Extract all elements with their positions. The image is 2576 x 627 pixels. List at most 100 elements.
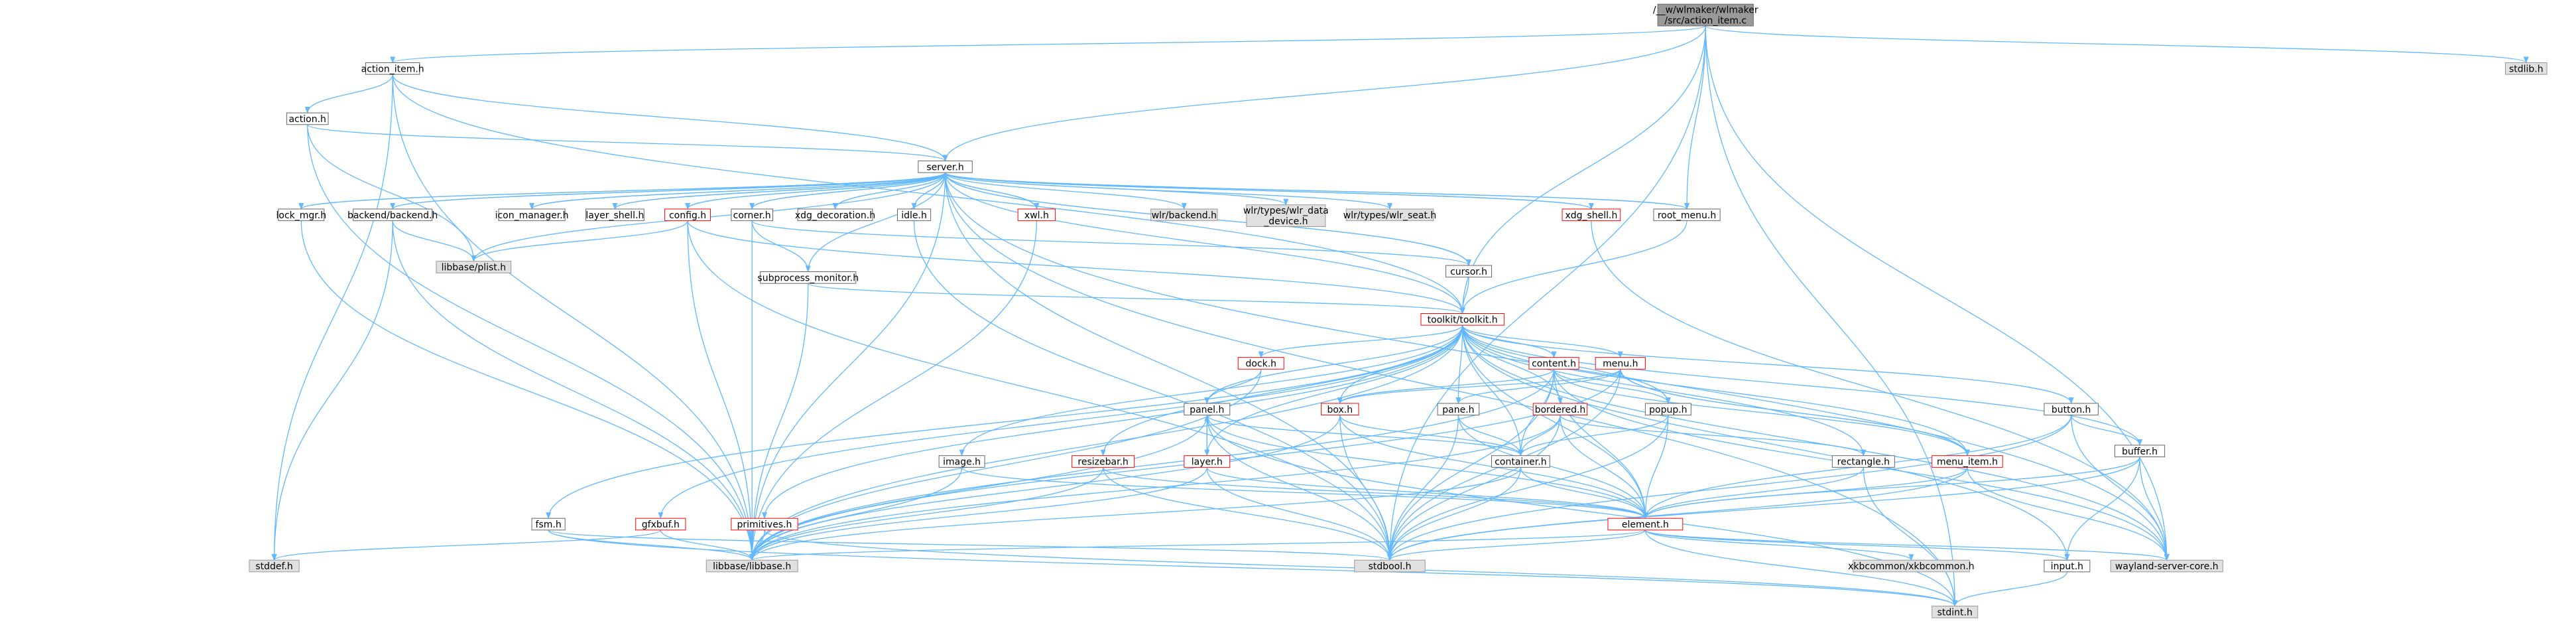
node-box[interactable]: box.h: [1321, 403, 1359, 416]
node-xdg-shell[interactable]: xdg_shell.h: [1562, 208, 1621, 222]
node-cursor[interactable]: cursor.h: [1445, 265, 1493, 278]
node-label: stdlib.h: [2509, 64, 2544, 74]
node-xwl[interactable]: xwl.h: [1017, 208, 1056, 222]
edge-toolkit-to-wayland_server_core: [1462, 325, 2170, 561]
node-menu-item[interactable]: menu_item.h: [1932, 455, 2003, 468]
node-dock[interactable]: dock.h: [1237, 357, 1284, 370]
node-container[interactable]: container.h: [1491, 455, 1550, 468]
edge-server-to-stdint: [944, 173, 1958, 607]
node-action[interactable]: action.h: [286, 112, 329, 125]
node-label: stddef.h: [255, 561, 292, 572]
node-buffer[interactable]: buffer.h: [2114, 445, 2166, 458]
node-box: [1491, 455, 1550, 468]
node-content[interactable]: content.h: [1528, 357, 1579, 370]
edge-element-to-xkbcommon: [1644, 529, 1914, 561]
node-lock-mgr[interactable]: lock_mgr.h: [276, 208, 327, 222]
edge-layer-to-stdbool: [1206, 467, 1392, 561]
edge-fsm-to-stdbool: [548, 529, 1392, 561]
node-stdbool[interactable]: stdbool.h: [1354, 559, 1426, 573]
node-xdg-decoration[interactable]: xdg_decoration.h: [795, 208, 875, 222]
node-box: [1595, 357, 1646, 370]
node-label: _device.h: [1263, 216, 1308, 227]
node-root-menu[interactable]: root_menu.h: [1653, 208, 1721, 222]
node-box: [705, 559, 798, 573]
edge-toolkit-to-rectangle: [1462, 325, 1867, 456]
graph-nodes: /__w/wlmaker/wlmaker/src/action_item.cac…: [249, 3, 2547, 618]
node-plist[interactable]: libbase/plist.h: [436, 261, 512, 273]
node-input[interactable]: input.h: [2044, 559, 2091, 573]
node-resizebar[interactable]: resizebar.h: [1072, 455, 1135, 468]
node-label: resizebar.h: [1077, 457, 1128, 468]
node-box: [664, 208, 711, 222]
node-stdint[interactable]: stdint.h: [1932, 606, 1979, 618]
edge-panel-to-element: [1206, 415, 1648, 520]
node-toolkit[interactable]: toolkit/toolkit.h: [1420, 313, 1504, 326]
edge-popup-to-element: [1642, 415, 1669, 520]
edge-button-to-stdbool: [1387, 415, 2072, 561]
node-label: buffer.h: [2122, 447, 2158, 457]
edge-resizebar-to-libbase: [749, 467, 1104, 561]
edge-buffer-to-input: [2064, 456, 2140, 561]
edge-server-to-wlr_backend: [944, 172, 1187, 210]
node-pane[interactable]: pane.h: [1437, 403, 1480, 416]
node-stdlib[interactable]: stdlib.h: [2504, 62, 2547, 75]
edge-buffer-to-wayland_server_core: [2139, 456, 2170, 561]
node-backend[interactable]: backend/backend.h: [347, 208, 438, 222]
node-label: config.h: [669, 210, 706, 221]
edge-root-to-action_item: [390, 25, 1706, 64]
node-element[interactable]: element.h: [1607, 518, 1684, 531]
node-wlr-data-device[interactable]: wlr/types/wlr_data_device.h: [1243, 204, 1329, 227]
node-box: [760, 271, 857, 284]
node-root[interactable]: /__w/wlmaker/wlmaker/src/action_item.c: [1653, 3, 1758, 27]
node-box: [1528, 357, 1579, 370]
node-subprocess-monitor[interactable]: subprocess_monitor.h: [757, 271, 859, 284]
node-server[interactable]: server.h: [918, 161, 973, 173]
node-label: stdbool.h: [1369, 561, 1412, 572]
node-label: libbase/libbase.h: [713, 561, 791, 572]
node-popup[interactable]: popup.h: [1644, 403, 1691, 416]
node-label: toolkit/toolkit.h: [1428, 314, 1498, 325]
edge-menu_item-to-wayland_server_core: [1967, 467, 2170, 561]
node-stddef[interactable]: stddef.h: [249, 559, 300, 573]
node-menu[interactable]: menu.h: [1595, 357, 1646, 370]
node-box: [1445, 265, 1493, 278]
node-config[interactable]: config.h: [664, 208, 711, 222]
edge-layer-to-libbase: [749, 467, 1207, 561]
node-label: action_item.h: [361, 64, 424, 74]
edge-config-to-plist: [471, 220, 688, 262]
edge-toolkit-to-libbase: [749, 325, 1463, 561]
node-bordered[interactable]: bordered.h: [1532, 403, 1588, 416]
node-xkbcommon[interactable]: xkbcommon/xkbcommon.h: [1848, 559, 1975, 573]
edge-toolkit-to-menu_item: [1462, 325, 1970, 456]
node-image[interactable]: image.h: [938, 455, 985, 468]
node-idle[interactable]: idle.h: [896, 208, 932, 222]
node-box: [1853, 559, 1970, 573]
edge-xdg_decoration-to-server: [834, 172, 948, 210]
edge-resizebar-to-stdbool: [1103, 467, 1392, 561]
node-corner[interactable]: corner.h: [731, 208, 774, 222]
edge-corner-to-cursor: [751, 220, 1471, 267]
node-button[interactable]: button.h: [2044, 403, 2099, 416]
node-wayland-server-core[interactable]: wayland-server-core.h: [2110, 559, 2223, 573]
node-fsm[interactable]: fsm.h: [531, 518, 566, 531]
node-label: image.h: [943, 457, 981, 468]
node-rectangle[interactable]: rectangle.h: [1831, 455, 1895, 468]
node-layer[interactable]: layer.h: [1184, 455, 1231, 468]
node-label: idle.h: [901, 210, 927, 221]
node-label: /__w/wlmaker/wlmaker: [1653, 5, 1758, 16]
node-wlr-seat[interactable]: wlr/types/wlr_seat.h: [1343, 208, 1437, 222]
edge-server-to-wlr_seat: [944, 172, 1392, 210]
node-wlr-backend[interactable]: wlr/backend.h: [1150, 208, 1218, 222]
node-libbase[interactable]: libbase/libbase.h: [705, 559, 798, 573]
node-box: [2110, 559, 2223, 573]
node-label: layer_shell.h: [585, 210, 644, 221]
node-icon-manager[interactable]: icon_manager.h: [495, 208, 569, 222]
edge-server-to-toolkit: [944, 173, 1465, 314]
node-box: [1437, 403, 1480, 416]
node-layer-shell[interactable]: layer_shell.h: [585, 208, 644, 222]
node-panel[interactable]: panel.h: [1184, 403, 1231, 416]
node-primitives[interactable]: primitives.h: [731, 518, 798, 531]
node-gfxbuf[interactable]: gfxbuf.h: [635, 518, 686, 531]
edge-button-to-wayland_server_core: [2071, 415, 2170, 561]
node-action-item[interactable]: action_item.h: [361, 62, 424, 75]
